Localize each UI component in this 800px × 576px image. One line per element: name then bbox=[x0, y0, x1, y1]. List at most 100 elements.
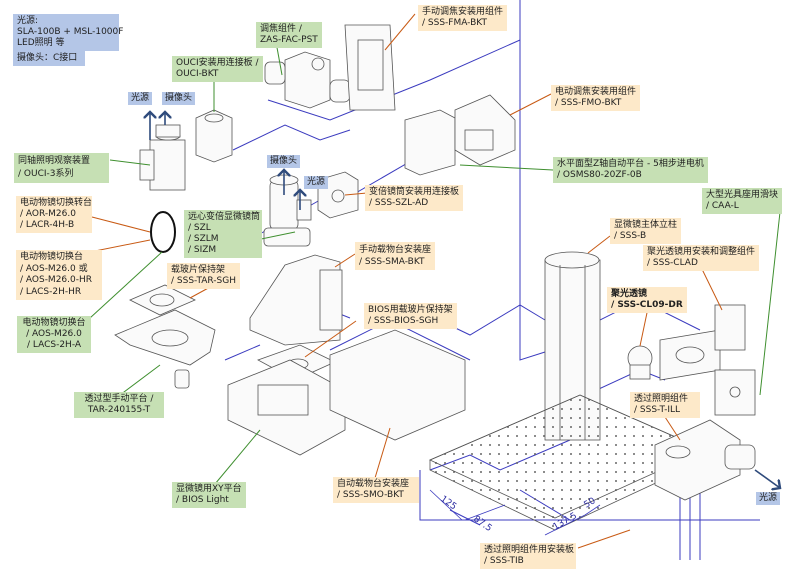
label-title: 透过型手动平台 / bbox=[84, 394, 154, 404]
label-code: / BIOS Light bbox=[176, 495, 229, 505]
label-code: / SSS-SMA-BKT bbox=[359, 257, 425, 267]
tag-text: 光源 bbox=[307, 177, 326, 187]
dimension-87-5: 87.5 bbox=[471, 514, 493, 534]
label-sss-t-ill: 透过照明组件 / SSS-T-ILL bbox=[630, 392, 700, 418]
label-title: 电动调焦安装用组件 bbox=[555, 87, 637, 97]
label-code: / SSS-FMA-BKT bbox=[422, 18, 487, 28]
label-title: 手动载物台安装座 bbox=[359, 245, 432, 255]
label-title: BIOS用载玻片保持架 bbox=[368, 305, 453, 315]
label-title: 载玻片保持架 bbox=[171, 265, 226, 275]
label-code: / LACS-2H-A bbox=[26, 340, 82, 350]
label-sss-b: 显微镜主体立柱 / SSS-B bbox=[610, 218, 682, 244]
label-ouci-bkt: OUCI安装用连接板 / OUCI-BKT bbox=[172, 56, 263, 82]
label-sss-smo-bkt: 自动载物台安装座 / SSS-SMO-BKT bbox=[333, 477, 419, 503]
label-sss-fma-bkt: 手动调焦安装用组件 / SSS-FMA-BKT bbox=[418, 5, 508, 31]
label-code: / AOS-M26.0 或 bbox=[20, 263, 88, 274]
part-sss-smo-bkt bbox=[329, 329, 466, 441]
part-sss-cl09-dr bbox=[627, 345, 653, 380]
label-title: 自动载物台安装座 bbox=[337, 479, 410, 489]
label-sss-sma-bkt: 手动载物台安装座 / SSS-SMA-BKT bbox=[355, 242, 436, 270]
label-code: / SSS-SMO-BKT bbox=[337, 490, 404, 500]
label-code: / SSS-T-ILL bbox=[634, 405, 681, 415]
label-title: 大型光具座用滑块 bbox=[706, 190, 779, 200]
tag-light-source-3: 光源 bbox=[756, 492, 781, 505]
part-ouci-bkt bbox=[195, 109, 233, 163]
tag-text: 光源 bbox=[759, 493, 778, 503]
label-code: / SSS-B bbox=[614, 231, 647, 241]
label-aos-m26-hr: 电动物镜切换台 / AOS-M26.0 或 / AOS-M26.0-HR / L… bbox=[16, 250, 102, 300]
label-code: / LACS-2H-HR bbox=[20, 286, 82, 297]
parts bbox=[114, 24, 756, 531]
label-code: / SSS-TAR-SGH bbox=[171, 276, 236, 286]
label-code: / AOS-M26.0-HR bbox=[20, 275, 93, 285]
label-code: TAR-240155-T bbox=[87, 405, 151, 415]
label-zas-fac-pst: 调焦组件 / ZAS-FAC-PST bbox=[256, 22, 322, 48]
part-sss-clad bbox=[659, 304, 746, 381]
label-title: 聚光透镜用安装和调整组件 bbox=[647, 247, 756, 257]
light-source-info: 光源: SLA-100B + MSL-1000F LED照明 等 bbox=[13, 14, 124, 51]
part-caa-l bbox=[714, 369, 756, 416]
camera-info-text: 摄像头：C接口 bbox=[17, 53, 78, 63]
dimension-125: 125 bbox=[438, 494, 458, 512]
label-caa-l: 大型光具座用滑块 / CAA-L bbox=[702, 188, 782, 214]
label-title: 透过照明组件 bbox=[634, 394, 689, 404]
tag-text: 光源 bbox=[131, 93, 150, 103]
label-ouci-3: 同轴照明观察装置 / OUCI-3系列 bbox=[14, 153, 109, 183]
part-sss-fmo-bkt bbox=[404, 94, 516, 176]
part-revolver-ring bbox=[150, 211, 176, 253]
label-szl: 远心变倍显微镜筒 / SZL / SZLM / SIZM bbox=[184, 210, 262, 258]
label-title: 远心变倍显微镜筒 bbox=[188, 212, 261, 222]
label-tar-240155: 透过型手动平台 / TAR-240155-T bbox=[74, 392, 164, 418]
dimension-lines bbox=[429, 489, 601, 536]
label-sss-cl09-dr: 聚光透镜 / SSS-CL09-DR bbox=[607, 287, 687, 313]
label-code: ZAS-FAC-PST bbox=[260, 35, 318, 45]
tag-text: 摄像头 bbox=[270, 156, 298, 166]
label-title: 电动物镜切换台 bbox=[22, 318, 86, 328]
label-title: 水平面型Z轴自动平台 - 5相步进电机 bbox=[557, 159, 704, 169]
arrows bbox=[150, 112, 780, 488]
label-title: 显微镜用XY平台 bbox=[176, 484, 242, 494]
label-sss-tib: 透过照明组件用安装板 / SSS-TIB bbox=[480, 543, 576, 569]
label-aor-m26: 电动物镜切换转台 / AOR-M26.0 / LACR-4H-B bbox=[16, 196, 92, 233]
light-source-title: 光源: bbox=[17, 16, 39, 26]
label-code: / SZL bbox=[188, 223, 211, 233]
part-ouci-3 bbox=[139, 124, 186, 191]
label-sss-clad: 聚光透镜用安装和调整组件 / SSS-CLAD bbox=[643, 245, 760, 271]
label-code: / SSS-BIOS-SGH bbox=[368, 316, 439, 326]
label-code: / SSS-SZL-AD bbox=[369, 198, 429, 208]
light-source-note: LED照明 等 bbox=[17, 38, 65, 48]
label-title: 同轴照明观察装置 bbox=[18, 156, 91, 166]
label-code: / SSS-CL09-DR bbox=[611, 300, 683, 310]
label-title: 显微镜主体立柱 bbox=[614, 220, 678, 230]
label-osms80: 水平面型Z轴自动平台 - 5相步进电机 / OSMS80-20ZF-0B bbox=[553, 157, 708, 183]
label-code: / SSS-TIB bbox=[484, 556, 524, 566]
label-title: 手动调焦安装用组件 bbox=[422, 7, 504, 17]
tag-camera-1: 摄像头 bbox=[162, 92, 196, 105]
label-code: / CAA-L bbox=[706, 201, 739, 211]
label-title: 电动物镜切换转台 bbox=[20, 198, 93, 208]
camera-info: 摄像头：C接口 bbox=[13, 51, 85, 66]
label-title: 聚光透镜 bbox=[611, 289, 648, 299]
label-sss-bios-sgh: BIOS用载玻片保持架 / SSS-BIOS-SGH bbox=[364, 303, 457, 329]
label-code: OUCI-BKT bbox=[176, 69, 219, 79]
part-sss-sma-bkt bbox=[249, 254, 343, 346]
label-code: / SIZM bbox=[188, 245, 217, 255]
label-code: / SSS-FMO-BKT bbox=[555, 98, 622, 108]
part-zas-fac-pst bbox=[264, 51, 351, 109]
part-bios-light bbox=[227, 359, 346, 456]
label-code: / LACR-4H-B bbox=[20, 220, 75, 230]
part-tar-240155-t bbox=[114, 309, 216, 389]
label-sss-fmo-bkt: 电动调焦安装用组件 / SSS-FMO-BKT bbox=[551, 85, 641, 111]
part-sss-fma-bkt bbox=[344, 24, 396, 111]
label-title: 透过照明组件用安装板 bbox=[484, 545, 575, 555]
part-sss-tar-sgh bbox=[129, 284, 196, 316]
tag-light-source-1: 光源 bbox=[128, 92, 153, 105]
tag-camera-2: 摄像头 bbox=[267, 155, 301, 168]
label-code: / AOS-M26.0 bbox=[26, 329, 82, 339]
label-code: / AOR-M26.0 bbox=[20, 209, 76, 219]
label-title: 调焦组件 / bbox=[260, 24, 302, 34]
light-source-model: SLA-100B + MSL-1000F bbox=[17, 27, 124, 37]
label-title: 电动物镜切换台 bbox=[20, 252, 84, 262]
label-bios-light: 显微镜用XY平台 / BIOS Light bbox=[172, 482, 246, 508]
